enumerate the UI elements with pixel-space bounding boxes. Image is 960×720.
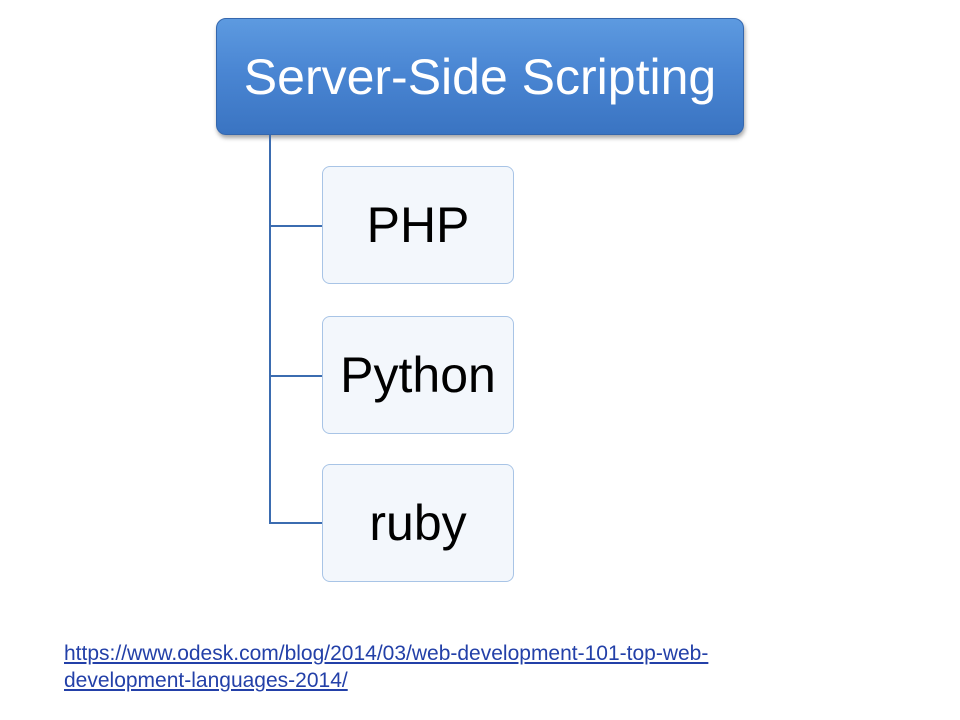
child-node-python: Python (322, 316, 514, 434)
connector-branch-ruby (269, 522, 322, 524)
child-node-label: Python (340, 347, 496, 403)
root-node-label: Server-Side Scripting (243, 48, 717, 105)
connector-branch-python (269, 375, 322, 377)
connector-trunk (269, 135, 271, 524)
child-node-label: ruby (369, 495, 467, 551)
child-node-label: PHP (366, 197, 470, 253)
child-node-php: PHP (322, 166, 514, 284)
source-link-line-1: https://www.odesk.com/blog/2014/03/web-d… (64, 642, 709, 665)
root-node-server-side-scripting: Server-Side Scripting (216, 18, 744, 135)
source-link-line-2: development-languages-2014/ (64, 669, 348, 692)
source-link[interactable]: https://www.odesk.com/blog/2014/03/web-d… (64, 640, 824, 694)
child-node-ruby: ruby (322, 464, 514, 582)
connector-branch-php (269, 225, 322, 227)
